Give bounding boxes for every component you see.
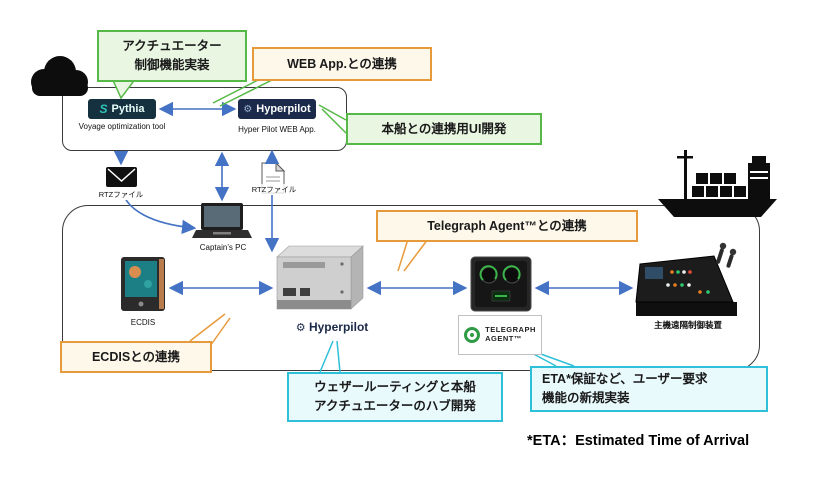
pythia-logo-text: Pythia	[111, 103, 145, 115]
callout-hub-line2: アクチュエーターのハブ開発	[314, 399, 476, 413]
pythia-caption: Voyage optimization tool	[78, 122, 166, 131]
telegraph-badge-line1: TELEGRAPH	[485, 325, 536, 335]
hyperpilot-logo-text: Hyperpilot	[256, 103, 311, 115]
engine-control-label: 主機遠隔制御装置	[653, 320, 722, 330]
callout-ecdis-text: ECDISとの連携	[91, 349, 181, 364]
callout-actuator-line1: アクチュエーター	[122, 39, 222, 54]
pythia-logo-mark-icon: S	[99, 102, 108, 116]
captains-pc-label: Captain’s PC	[199, 243, 247, 252]
hub-label-text: Hyperpilot	[308, 320, 369, 334]
callout-eta-line2: 機能の新規実装	[542, 391, 630, 405]
callout-uidev: 本船との連携用UI開発	[346, 113, 542, 145]
callout-hub: ウェザールーティングと本船 アクチュエーターのハブ開発	[287, 372, 503, 422]
rtz-mail-icon	[106, 167, 137, 187]
gear-icon: ⚙	[243, 103, 253, 115]
telegraph-agent-logo-icon	[464, 327, 481, 343]
callout-telegraph: Telegraph Agent™との連携	[376, 210, 638, 242]
ecdis-label: ECDIS	[130, 318, 156, 327]
rtz-doc-label: RTZファイル	[251, 184, 297, 195]
rtz-mail-label: RTZファイル	[96, 189, 146, 200]
callout-eta: ETA*保証など、ユーザー要求 機能の新規実装	[530, 366, 768, 412]
telegraph-agent-badge: TELEGRAPH AGENT™	[458, 315, 542, 355]
callout-telegraph-text: Telegraph Agent™との連携	[427, 218, 587, 233]
telegraph-badge-line2: AGENT™	[485, 334, 522, 343]
eta-footnote: *ETA：Estimated Time of Arrival	[527, 433, 750, 449]
callout-actuator-line2: 制御機能実装	[134, 58, 210, 72]
hyperpilot-caption: Hyper Pilot WEB App.	[238, 125, 316, 134]
callout-eta-line1: ETA*保証など、ユーザー要求	[542, 372, 708, 387]
callout-webapp-text: WEB App.との連携	[287, 56, 397, 71]
callout-webapp: WEB App.との連携	[252, 47, 432, 81]
callout-uidev-text: 本船との連携用UI開発	[381, 121, 507, 136]
cloud-platform-container	[62, 87, 347, 151]
hyperpilot-webapp-logo: ⚙ Hyperpilot	[238, 99, 316, 119]
callout-hub-line1: ウェザールーティングと本船	[314, 380, 476, 395]
hyperpilot-hub-label: ⚙ Hyperpilot	[282, 320, 382, 334]
callout-actuator: アクチュエーター 制御機能実装	[97, 30, 247, 82]
callout-ecdis: ECDISとの連携	[60, 341, 212, 373]
pythia-logo: S Pythia	[88, 99, 156, 119]
gear-icon: ⚙	[295, 322, 306, 334]
